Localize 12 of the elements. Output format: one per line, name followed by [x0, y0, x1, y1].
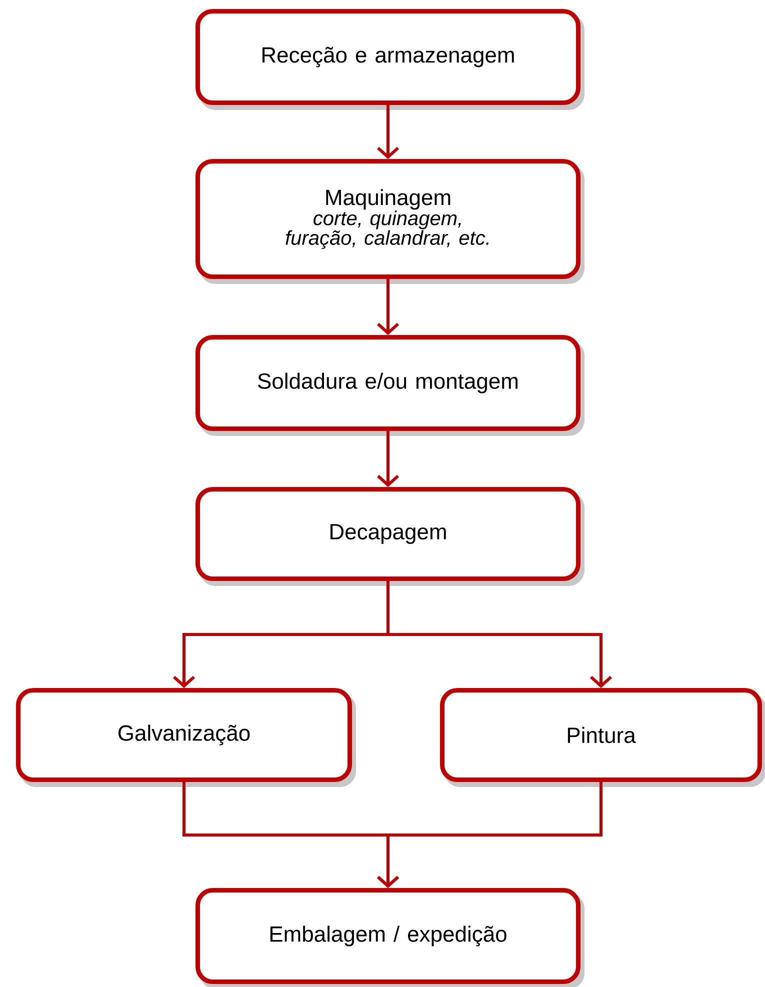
arrow — [377, 782, 602, 888]
process-box: Embalagem / expedição — [196, 888, 584, 987]
process-box: Pintura — [440, 688, 765, 787]
process-box: Maquinagem corte, quinagem, furação, calandrar, etc. — [196, 159, 584, 284]
process-box: Soldadura e/ou montagem — [196, 335, 584, 436]
arrow — [377, 431, 399, 487]
arrow — [377, 279, 399, 335]
arrow — [386, 581, 612, 688]
process-box: Receção e armazenagem — [196, 9, 584, 110]
arrow — [377, 105, 399, 159]
process-box: Decapagem — [196, 487, 584, 586]
process-box: Galvanização — [16, 688, 356, 787]
